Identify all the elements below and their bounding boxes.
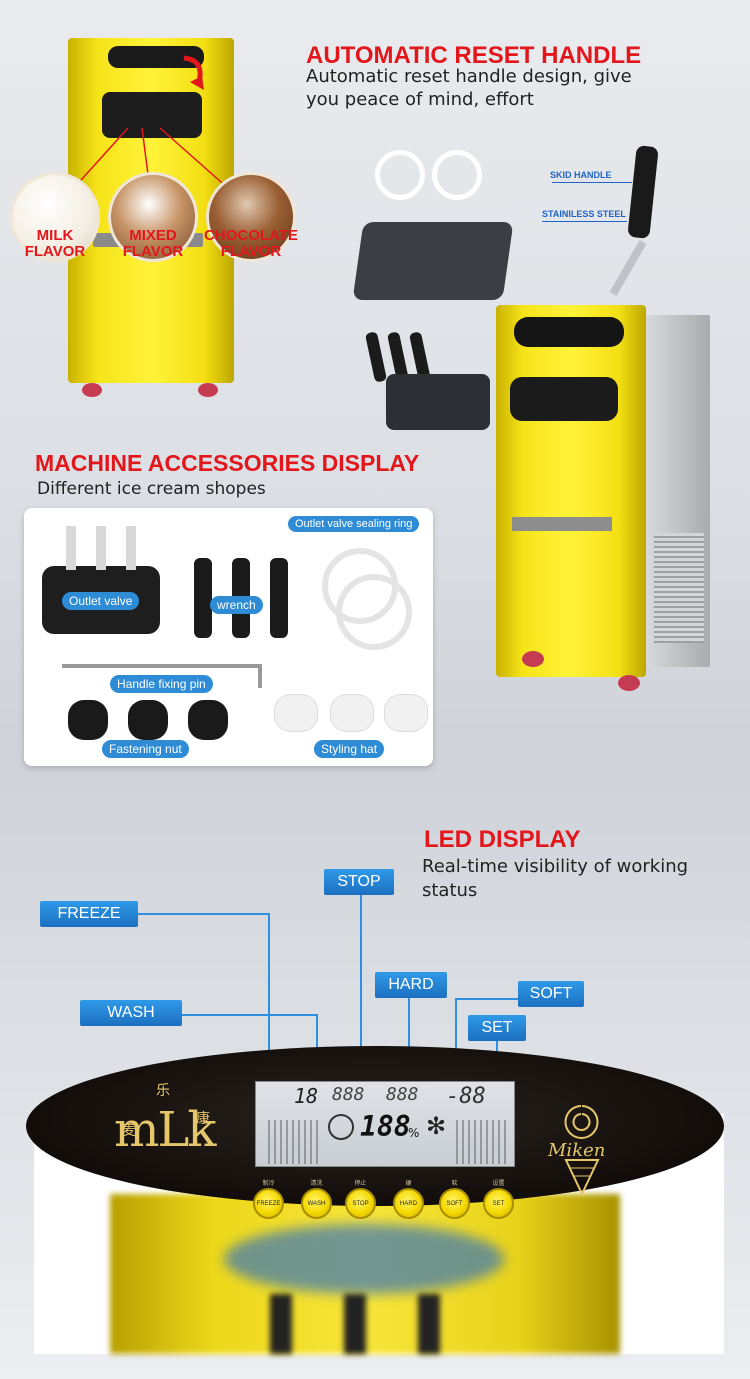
reset-subtitle-1: Automatic reset handle design, give <box>306 66 632 87</box>
reset-arrow-icon <box>183 55 204 90</box>
soft-button-text: SOFT <box>446 1200 463 1207</box>
hard-button-text: HARD <box>399 1200 417 1207</box>
hat-2 <box>330 694 374 732</box>
wrench-label: wrench <box>210 596 263 614</box>
nut-1 <box>68 700 108 740</box>
set-label: SET <box>468 1015 526 1041</box>
callout-skid-line <box>552 182 632 183</box>
set-button-cn: 设置 <box>492 1181 505 1187</box>
hard-button[interactable]: HARD <box>393 1188 424 1219</box>
chocolate-flavor-label-1: CHOCOLATE <box>204 227 298 244</box>
freeze-button-cn: 制冷 <box>262 1181 275 1187</box>
ice-cream-cone-logo-icon <box>564 1105 600 1196</box>
nut-3 <box>188 700 228 740</box>
snowflake-icon: ✻ <box>426 1112 447 1140</box>
lcd-seg-3: 888 <box>386 1084 419 1105</box>
wash-label: WASH <box>80 1000 182 1026</box>
mixed-flavor-cone <box>108 172 198 262</box>
led-subtitle-2: status <box>422 880 478 901</box>
freeze-button-text: FREEZE <box>256 1200 281 1207</box>
skid-handle <box>627 145 659 239</box>
mixed-flavor-label-2: FLAVOR <box>122 243 184 260</box>
nut-2 <box>128 700 168 740</box>
sealing-ring-label: Outlet valve sealing ring <box>288 516 420 532</box>
brand-wordmark-right: Miken <box>548 1140 606 1161</box>
milk-flavor-cone <box>10 172 100 262</box>
lcd-seg-4: -88 <box>446 1084 486 1109</box>
chocolate-flavor-cone <box>206 172 296 262</box>
soft-label: SOFT <box>518 981 584 1007</box>
outlet-valve-label: Outlet valve <box>62 592 140 610</box>
set-button[interactable]: SET <box>483 1188 514 1219</box>
freeze-label: FREEZE <box>40 901 138 927</box>
wash-button-cn: 清洗 <box>310 1181 323 1187</box>
panel-buttons-row: 制冷 FREEZE 清洗 WASH 停止 STOP 硬 HARD 软 SOFT … <box>252 1178 522 1226</box>
mixed-flavor-label: MIXED FLAVOR <box>108 228 198 260</box>
stainless-rod <box>609 240 647 296</box>
stop-button-text: STOP <box>352 1200 369 1207</box>
lcd-percent: % <box>408 1126 420 1140</box>
brand-logo-right: Miken <box>540 1096 624 1196</box>
brand-wordmark: mLk <box>114 1102 216 1158</box>
milk-flavor-label-2: FLAVOR <box>24 243 86 260</box>
valve-housing <box>352 222 514 300</box>
callout-steel-line <box>542 221 627 222</box>
wash-button[interactable]: WASH <box>301 1188 332 1219</box>
fixing-pin-image <box>62 664 262 668</box>
reset-subtitle-2: you peace of mind, effort <box>306 89 534 110</box>
led-subtitle-1: Real-time visibility of working <box>422 856 689 877</box>
lcd-seg-main: 188 <box>360 1110 411 1143</box>
hard-label: HARD <box>375 972 447 998</box>
stop-button[interactable]: STOP <box>345 1188 376 1219</box>
callout-skid-handle: SKID HANDLE <box>550 170 612 180</box>
fastening-nut-label: Fastening nut <box>102 740 189 758</box>
ice-cream-machine-right <box>496 305 712 695</box>
lcd-seg-2: 888 <box>332 1084 365 1105</box>
ring-image-2 <box>336 574 412 650</box>
soft-button-cn: 软 <box>451 1181 458 1187</box>
wash-line-h <box>182 1014 318 1016</box>
freeze-button[interactable]: FREEZE <box>253 1188 284 1219</box>
handle-assembly <box>360 331 490 432</box>
mixed-flavor-label-1: MIXED <box>129 227 177 244</box>
accessories-card: Outlet valve wrench Outlet valve sealing… <box>24 508 433 766</box>
lcd-screen: 18 888 888 -88 188 % ✻ <box>255 1081 515 1167</box>
callout-stainless-steel: STAINILESS STEEL <box>542 209 626 219</box>
stop-button-cn: 停止 <box>354 1181 367 1187</box>
fan-icon <box>328 1114 354 1140</box>
milk-flavor-label: MILK FLAVOR <box>10 228 100 260</box>
chocolate-flavor-label: CHOCOLATE FLAVOR <box>196 228 306 260</box>
chocolate-flavor-label-2: FLAVOR <box>220 243 282 260</box>
stop-label: STOP <box>324 869 394 895</box>
soft-line-h <box>455 998 518 1000</box>
led-title: LED DISPLAY <box>424 826 581 853</box>
brand-logo-left: 乐 麦 康 mLk <box>114 1083 216 1158</box>
freeze-line-h <box>138 913 270 915</box>
styling-hat-label: Styling hat <box>314 740 385 758</box>
milk-flavor-label-1: MILK <box>36 227 74 244</box>
hat-3 <box>384 694 428 732</box>
sealing-ring-1 <box>375 150 425 200</box>
accessories-subtitle: Different ice cream shopes <box>37 479 266 499</box>
hard-button-cn: 硬 <box>405 1181 412 1187</box>
hat-1 <box>274 694 318 732</box>
wash-button-text: WASH <box>307 1200 326 1207</box>
soft-button[interactable]: SOFT <box>439 1188 470 1219</box>
set-button-text: SET <box>492 1200 505 1207</box>
sealing-ring-2 <box>432 150 482 200</box>
lcd-seg-1: 18 <box>294 1084 319 1108</box>
accessories-title: MACHINE ACCESSORIES DISPLAY <box>35 450 420 476</box>
fixing-pin-label: Handle fixing pin <box>110 675 213 693</box>
reset-title: AUTOMATIC RESET HANDLE <box>306 42 642 69</box>
